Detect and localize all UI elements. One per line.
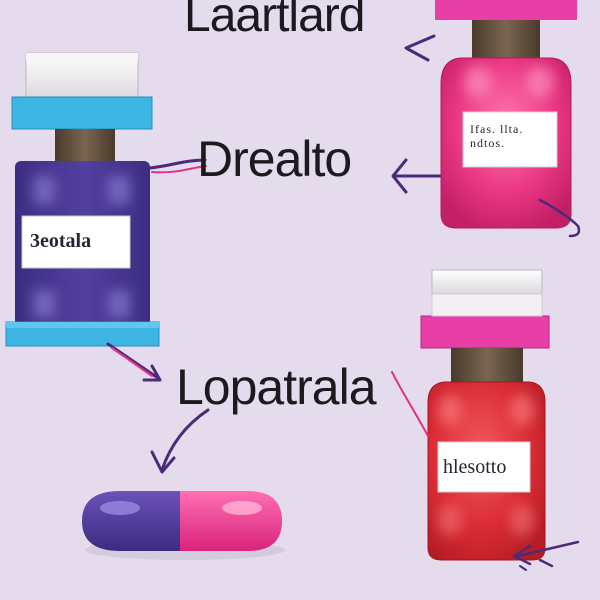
red-bottle-label-text: hlesotto [443, 456, 507, 478]
purple-bottle-label [21, 215, 131, 269]
red-bottle-neck [451, 348, 523, 384]
pink-bottle-label [462, 111, 558, 168]
arrow-lopatrala-accent [111, 347, 153, 377]
capsule-pill [82, 491, 285, 560]
red-bottle-white-cap [431, 269, 543, 295]
purple-bottle [5, 52, 160, 347]
pink-bottle-neck [472, 20, 540, 60]
arrow-to-pill [150, 408, 210, 474]
arrow-from-drealto-left-accent [151, 165, 207, 174]
red-bottle-magenta-collar [420, 315, 550, 349]
capsule-right-half [180, 491, 282, 551]
arrows [106, 34, 581, 571]
arrow-pink-bottle-curl [538, 198, 581, 238]
red-bottle-label [437, 441, 531, 493]
arrow-to-drealto [148, 158, 207, 170]
purple-bottle-cap-top-line [26, 53, 138, 61]
arrow-to-pink-bottle-top [404, 34, 436, 62]
pink-bottle [435, 0, 577, 229]
heading-middle: Drealto [197, 131, 352, 187]
arrow-purple-to-lopatrala [106, 342, 162, 382]
purple-bottle-neck [55, 129, 115, 163]
red-bottle [420, 269, 550, 561]
arrow-red-bottle-bottom [512, 540, 580, 568]
pink-bottle-label-text: Ifas. llta. ndtos. [470, 122, 524, 150]
purple-bottle-blue-collar-top [11, 96, 153, 130]
capsule-left-half [82, 491, 180, 551]
heading-top: Laartlard [184, 0, 365, 42]
purple-bottle-label-text: 3eotala [30, 230, 92, 252]
arrow-to-red-bottle [391, 371, 429, 437]
pink-bottle-magenta-cap [435, 0, 577, 20]
heading-bottom: Lopatrala [176, 359, 376, 415]
arrow-drealto-to-pink [391, 158, 442, 194]
